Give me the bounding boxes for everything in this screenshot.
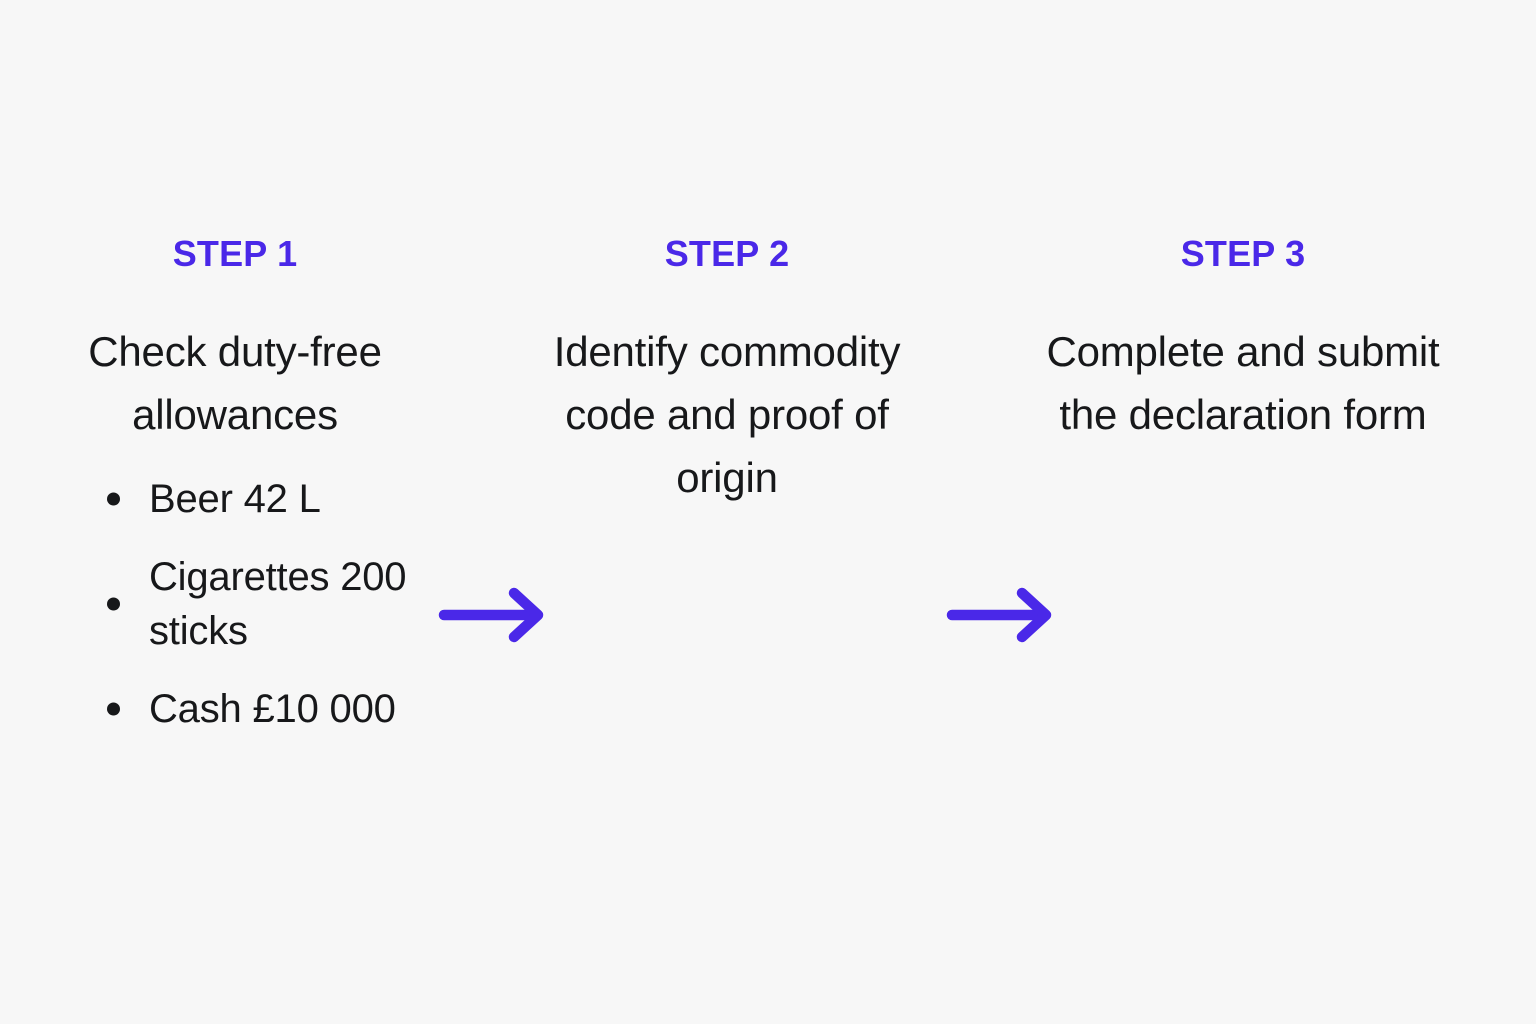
arrow-right-icon [946, 583, 1058, 647]
bullet-icon [107, 597, 120, 611]
step-1-heading: STEP 1 [172, 233, 298, 274]
step-column-2: STEP 2 Identify commodity code and proof… [512, 232, 942, 509]
list-item: Cigarettes 200 sticks [98, 550, 449, 658]
arrow-right-icon [438, 583, 550, 647]
step-1-title: Check duty-free allowances [88, 328, 382, 438]
step-3-heading: STEP 3 [1180, 233, 1306, 274]
bullet-icon [107, 492, 120, 506]
step-2-title: Identify commodity code and proof of ori… [553, 328, 901, 501]
list-item-label: Cigarettes 200 sticks [149, 555, 407, 653]
allowance-list: Beer 42 L Cigarettes 200 sticks Cash £10… [20, 446, 450, 736]
step-2-heading: STEP 2 [664, 233, 790, 274]
step-column-1: STEP 1 Check duty-free allowances Beer 4… [20, 232, 450, 736]
list-item-label: Beer 42 L [149, 477, 321, 521]
bullet-icon [107, 702, 120, 716]
step-3-title: Complete and submit the declaration form [1046, 328, 1440, 438]
list-item-label: Cash £10 000 [149, 687, 396, 731]
list-item: Cash £10 000 [98, 682, 449, 736]
list-item: Beer 42 L [98, 472, 449, 526]
step-column-3: STEP 3 Complete and submit the declarati… [1028, 232, 1458, 446]
